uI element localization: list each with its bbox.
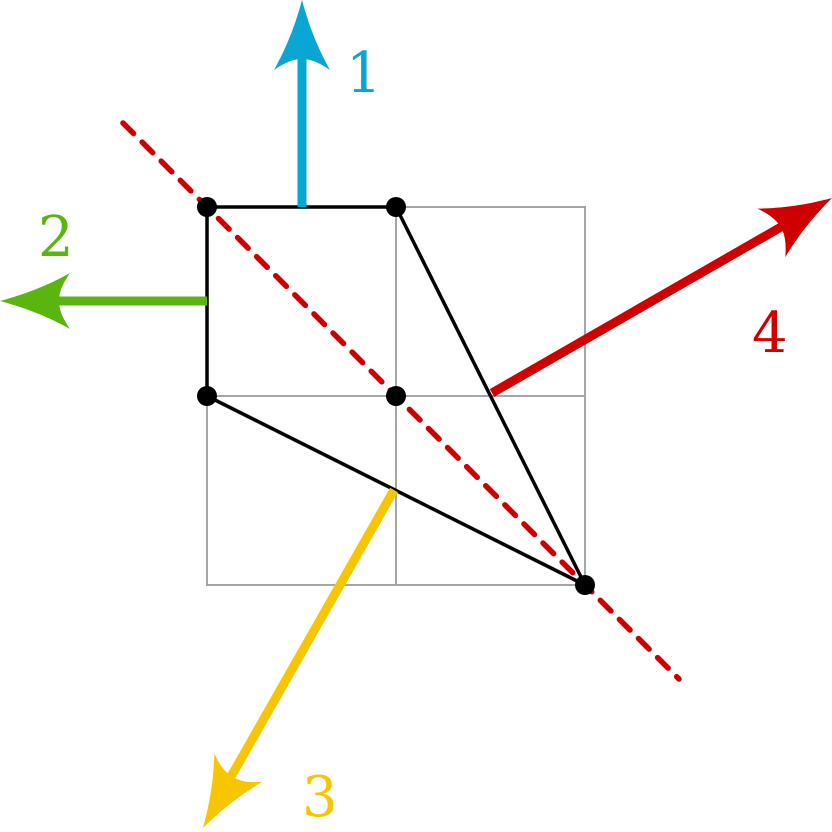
vector-4-shaft bbox=[489, 219, 791, 397]
vertex-middle-left bbox=[197, 386, 217, 406]
vertex-top-middle bbox=[386, 197, 406, 217]
vector-3 bbox=[203, 487, 398, 828]
vector-1-label: 1 bbox=[346, 41, 382, 106]
vertex-center bbox=[386, 386, 406, 406]
vector-2 bbox=[0, 273, 207, 329]
vector-2-label: 2 bbox=[38, 205, 74, 270]
vertices bbox=[197, 197, 595, 595]
vector-3-label: 3 bbox=[302, 765, 338, 830]
grid-cell-bottom-left bbox=[206, 395, 397, 586]
grid-cell-top-right bbox=[395, 206, 586, 397]
vector-4 bbox=[489, 198, 832, 397]
vector-2-head bbox=[0, 273, 70, 329]
vector-3-head bbox=[203, 753, 263, 828]
vector-3-shaft bbox=[224, 487, 398, 785]
vertex-bottom-right bbox=[575, 575, 595, 595]
vertex-top-left bbox=[197, 197, 217, 217]
vector-1-head bbox=[274, 0, 330, 70]
vector-1 bbox=[274, 0, 330, 207]
vector-4-label: 4 bbox=[752, 301, 788, 366]
vector-4-head bbox=[757, 198, 832, 258]
